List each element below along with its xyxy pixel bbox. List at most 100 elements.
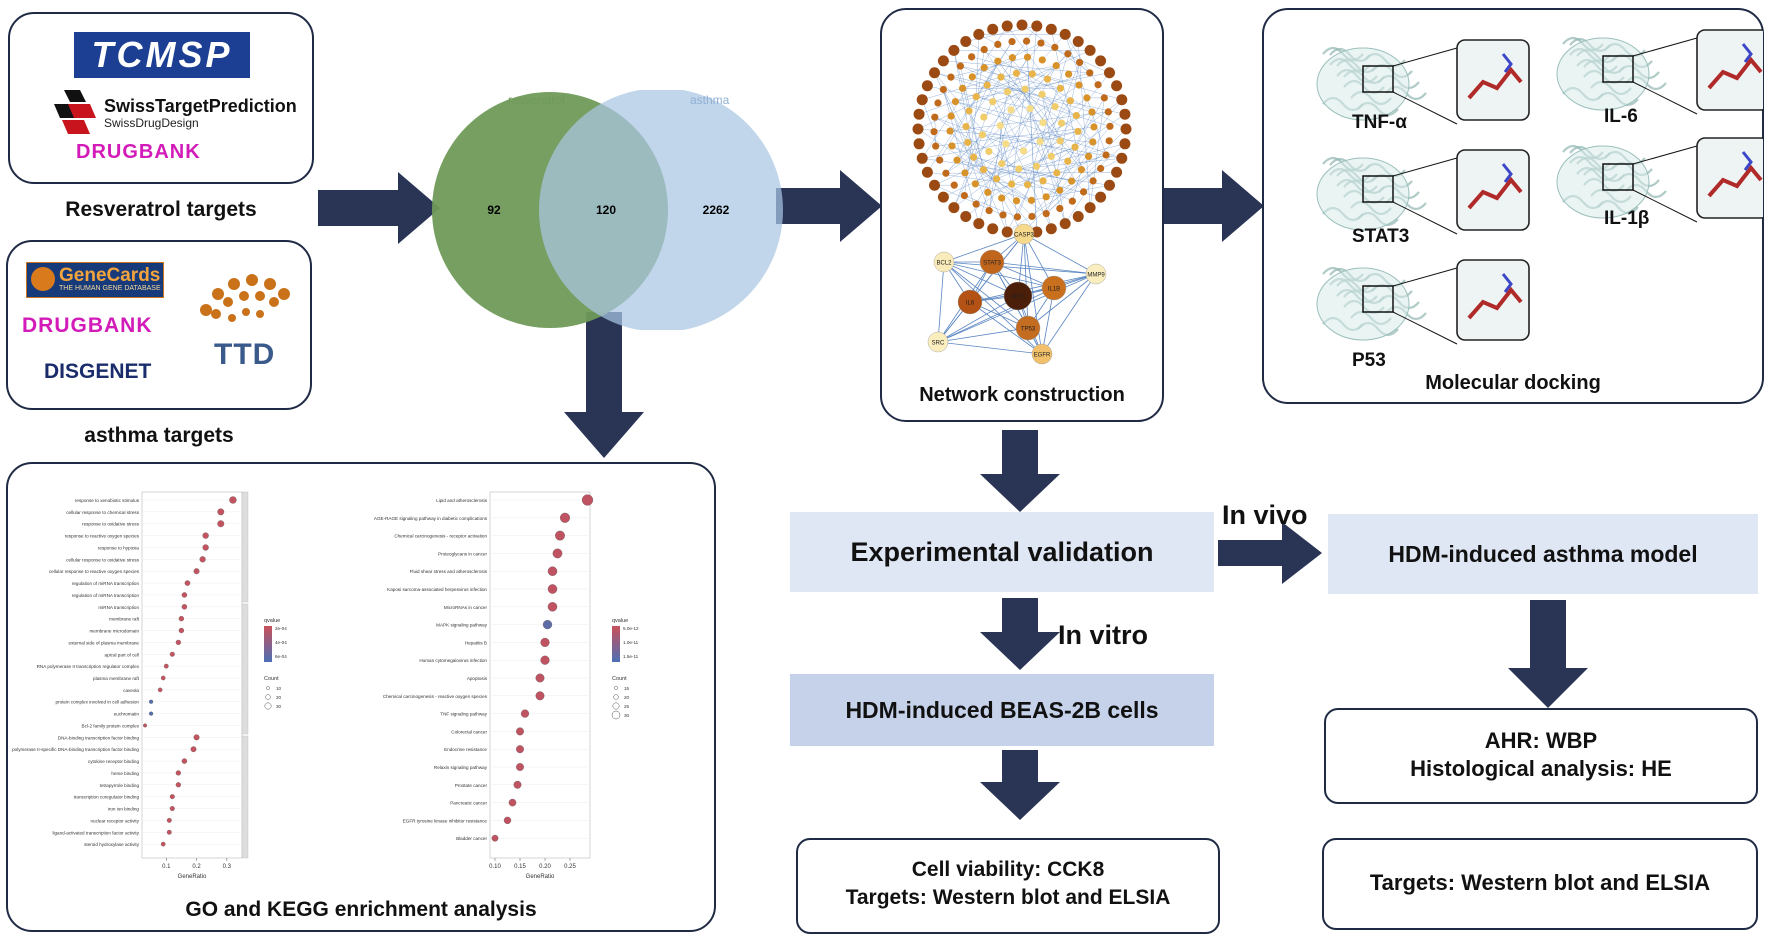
network-node: [984, 188, 992, 196]
network-node: [1056, 84, 1065, 92]
network-node: [970, 153, 978, 161]
network-node: [1042, 210, 1050, 218]
network-node: [1111, 166, 1123, 178]
network-node: [1056, 204, 1064, 213]
network-node: [1088, 108, 1096, 116]
hub-node: [1041, 275, 1067, 301]
hub-node: [957, 289, 983, 315]
network-node: [936, 156, 944, 164]
network-node: [1105, 137, 1113, 145]
term-label: Pancreatic cancer: [450, 801, 487, 806]
network-node: [968, 53, 976, 61]
term-label: Apoptosis: [467, 676, 488, 681]
network-node: [972, 93, 980, 101]
term-label: cellular response to oxidative stress: [66, 557, 139, 562]
network-node: [1008, 54, 1017, 62]
network-node: [1043, 75, 1052, 83]
enrichment-dot: [540, 655, 550, 665]
network-node: [983, 81, 991, 89]
enrichment-dot: [160, 675, 166, 681]
enrichment-dot: [516, 727, 524, 736]
network-node: [1028, 212, 1036, 221]
network-node: [1003, 88, 1012, 96]
legend-size-dot: [611, 710, 621, 720]
enrichment-dot: [516, 745, 524, 754]
network-node: [1094, 81, 1102, 89]
network-node: [1084, 152, 1093, 161]
legend-count: 20: [624, 695, 630, 700]
term-label: response to hypoxia: [98, 545, 140, 550]
network-node: [913, 138, 925, 150]
network-node: [1077, 166, 1086, 174]
network-node: [1012, 197, 1021, 205]
hub-node-label: BCL2: [936, 261, 952, 267]
enrichment-dot: [190, 746, 197, 753]
legend-tick: 1.0e-11: [623, 640, 639, 645]
enrichment-dot: [166, 829, 172, 835]
network-node: [985, 147, 993, 156]
network-node: [1084, 44, 1096, 56]
enrichment-dot: [552, 548, 563, 559]
zoom-inset: [1696, 137, 1763, 219]
network-node: [980, 64, 988, 72]
residue: [1501, 163, 1513, 183]
term-label: cellular response to chemical stress: [66, 510, 139, 515]
network-node: [1071, 143, 1079, 151]
term-label: RNA polymerase II transcription regulato…: [37, 664, 140, 669]
legend-tick: 4e-04: [275, 640, 287, 645]
docking-target-tnf: TNF-α: [1352, 112, 1407, 133]
network-node: [1045, 23, 1057, 35]
network-node: [1064, 50, 1072, 58]
facet-strip: [241, 603, 249, 735]
molecular-docking-label: Molecular docking: [1425, 372, 1601, 394]
enrichment-dot: [175, 782, 181, 788]
legend-tick: 2e-04: [275, 626, 287, 631]
docking-target-il6: IL-6: [1604, 106, 1638, 127]
network-node: [987, 23, 999, 35]
term-label: external side of plasma membrane: [69, 640, 140, 645]
enrichment-dot: [184, 580, 191, 586]
term-label: Chemical carcinogenesis - reactive oxyge…: [383, 694, 488, 699]
x-tick-label: 0.10: [489, 864, 501, 870]
cell-results-box: [796, 838, 1220, 934]
network-node: [985, 207, 993, 215]
legend-size-dot: [613, 694, 619, 700]
beas2b-cells-box: HDM-induced BEAS-2B cells: [790, 674, 1214, 746]
term-label: Relaxin signaling pathway: [434, 765, 488, 770]
network-node: [946, 127, 954, 135]
zoom-box: [1362, 175, 1394, 203]
network-node: [1032, 162, 1041, 170]
enrichment-dot: [535, 691, 545, 701]
enrichment-dot: [520, 709, 530, 718]
enrichment-dot: [547, 602, 558, 612]
legend-colorbar: [264, 626, 272, 662]
term-label: DNA-binding transcription factor binding: [58, 735, 140, 740]
network-node: [929, 67, 941, 79]
hub-node: [927, 331, 949, 353]
network-node: [1001, 20, 1013, 32]
experimental-validation-text: Experimental validation: [850, 536, 1154, 567]
network-node: [1090, 123, 1098, 131]
hub-node-label: STAT3: [983, 261, 1001, 267]
enrichment-dot: [149, 711, 154, 716]
network-node: [1095, 191, 1107, 203]
zoom-inset: [1696, 29, 1763, 111]
network-node: [1095, 55, 1107, 67]
in-vitro-label: In vitro: [1058, 620, 1149, 650]
zoom-inset: [1456, 259, 1530, 341]
drugbank-logo-1: DRUGBANK: [76, 141, 201, 163]
tcmsp-logo: TCMSP: [74, 32, 250, 78]
network-node: [937, 55, 949, 67]
disgenet-logo: DISGENET: [44, 360, 152, 383]
term-label: euchromatin: [114, 712, 140, 717]
network-node: [1056, 137, 1064, 145]
enrichment-dot: [542, 619, 553, 630]
go-dotplot: response to xenobiotic stimuluscellular …: [12, 491, 287, 880]
term-label: heme binding: [111, 771, 139, 776]
arrow-to-validation: [980, 430, 1060, 512]
term-label: regulation of miRNA transcription: [72, 593, 140, 598]
network-node: [1031, 20, 1043, 32]
hub-node: [1015, 315, 1041, 341]
network-node: [1072, 111, 1080, 120]
ttd-logo-icon: [200, 274, 290, 322]
